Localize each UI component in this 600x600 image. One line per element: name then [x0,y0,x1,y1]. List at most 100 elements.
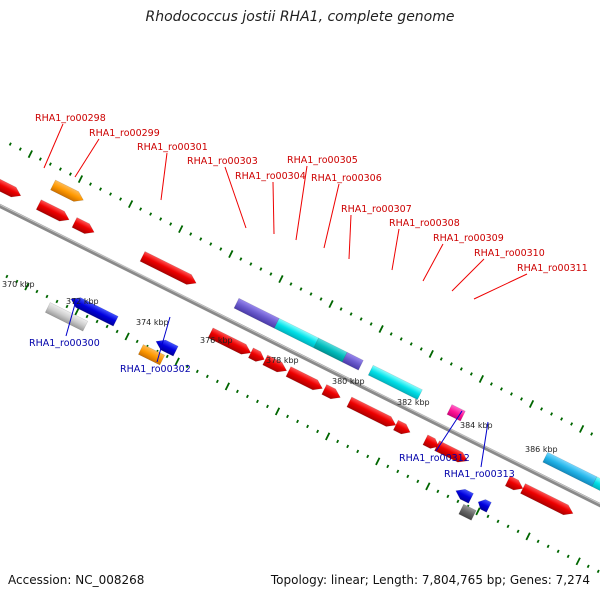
tick-upper [319,297,323,301]
tick-lower [536,539,540,544]
gene-arrow[interactable] [233,297,280,329]
tick-upper [169,222,173,226]
tick-upper [127,200,134,209]
forward-gene-label[interactable]: RHA1_ro00310 [474,248,545,259]
gene-arrow[interactable] [139,251,199,288]
tick-lower [525,532,531,541]
tick-lower [306,424,310,429]
leader-line [391,228,400,271]
forward-gene-label[interactable]: RHA1_ro00304 [235,171,306,182]
gene-arrow[interactable] [207,327,253,358]
tick-lower [496,519,500,524]
tick-upper [459,367,463,371]
tick-upper [328,300,334,308]
tick-upper [349,312,353,316]
tick-upper [289,282,293,286]
gene-arrow[interactable] [69,294,119,327]
forward-gene-label[interactable]: RHA1_ro00311 [517,263,588,274]
gene-arrow[interactable] [458,503,477,521]
gene-arrow[interactable] [44,302,89,332]
reverse-gene-label[interactable]: RHA1_ro00313 [444,469,515,480]
tick-upper [249,262,253,266]
gene-arrow[interactable] [154,336,179,357]
tick-marks [5,142,600,574]
gene-arrow[interactable] [453,486,474,504]
forward-gene-label[interactable]: RHA1_ro00309 [433,233,504,244]
tick-lower [185,364,189,369]
gene-arrow[interactable] [504,475,525,493]
gene-arrow[interactable] [434,440,470,466]
tick-lower [286,414,290,419]
gene-arrow[interactable] [35,199,71,225]
gene-arrow[interactable] [321,384,343,403]
tick-lower [124,332,130,341]
tick-upper [309,292,313,296]
forward-gene-label[interactable]: RHA1_ro00308 [389,218,460,229]
gene-arrow[interactable] [0,175,23,201]
gene-arrow[interactable] [446,404,466,422]
tick-upper [299,287,303,291]
gene-arrow[interactable] [520,483,575,519]
gene-arrow[interactable] [50,179,86,205]
tick-lower [446,494,450,499]
tick-upper [219,247,223,251]
gene-arrow[interactable] [273,317,319,349]
tick-upper [68,172,72,176]
gene-arrow[interactable] [262,354,289,376]
tick-upper [419,347,423,351]
tick-upper [590,432,594,436]
tick-lower [65,304,69,309]
gene-arrow[interactable] [247,347,266,365]
forward-gene-label[interactable]: RHA1_ro00298 [35,113,106,124]
tick-lower [5,274,9,279]
tick-lower [375,457,381,466]
gene-arrow[interactable] [313,337,348,363]
reverse-gene-label[interactable]: RHA1_ro00312 [399,453,470,464]
tick-upper [189,232,193,236]
gene-arrow[interactable] [591,476,600,503]
gene-arrow[interactable] [341,351,364,371]
tick-lower [74,307,80,316]
tick-upper [269,272,273,276]
tick-upper [38,157,42,161]
leader-line [323,183,340,249]
gene-arrow[interactable] [137,344,166,366]
tick-upper [520,397,523,401]
reverse-gene-label[interactable]: RHA1_ro00302 [120,364,191,375]
tick-upper [27,150,33,159]
gene-arrow[interactable] [367,364,423,401]
forward-gene-label[interactable]: RHA1_ro00306 [311,173,382,184]
forward-gene-label[interactable]: RHA1_ro00301 [137,142,208,153]
forward-gene-label[interactable]: RHA1_ro00305 [287,155,358,166]
tick-track [5,142,600,574]
tick-upper [560,417,564,421]
tick-lower [566,554,570,559]
forward-gene-label[interactable]: RHA1_ro00307 [341,204,412,215]
tick-upper [509,392,513,396]
tick-upper [369,322,373,326]
gene-arrow[interactable] [71,217,97,238]
tick-upper [178,225,184,234]
gene-arrow[interactable] [285,366,325,394]
gene-arrow[interactable] [476,497,492,513]
forward-gene-label[interactable]: RHA1_ro00299 [89,128,160,139]
leader-line [156,316,171,363]
scale-label: 380 kbp [332,377,365,386]
reverse-gene-label[interactable]: RHA1_ro00300 [29,338,100,349]
tick-lower [556,549,560,554]
tick-lower [436,489,440,494]
gene-arrow[interactable] [392,419,412,437]
tick-lower [325,432,331,441]
tick-upper [339,307,343,311]
tick-upper [550,412,554,416]
tick-lower [255,399,259,404]
leader-line [435,410,463,452]
tick-lower [506,524,510,529]
scale-label: 374 kbp [136,318,169,327]
gene-arrow[interactable] [346,396,398,430]
gene-arrow[interactable] [422,434,441,452]
forward-gene-label[interactable]: RHA1_ro00303 [187,156,258,167]
leader-line [422,243,444,282]
tick-upper [278,275,284,284]
